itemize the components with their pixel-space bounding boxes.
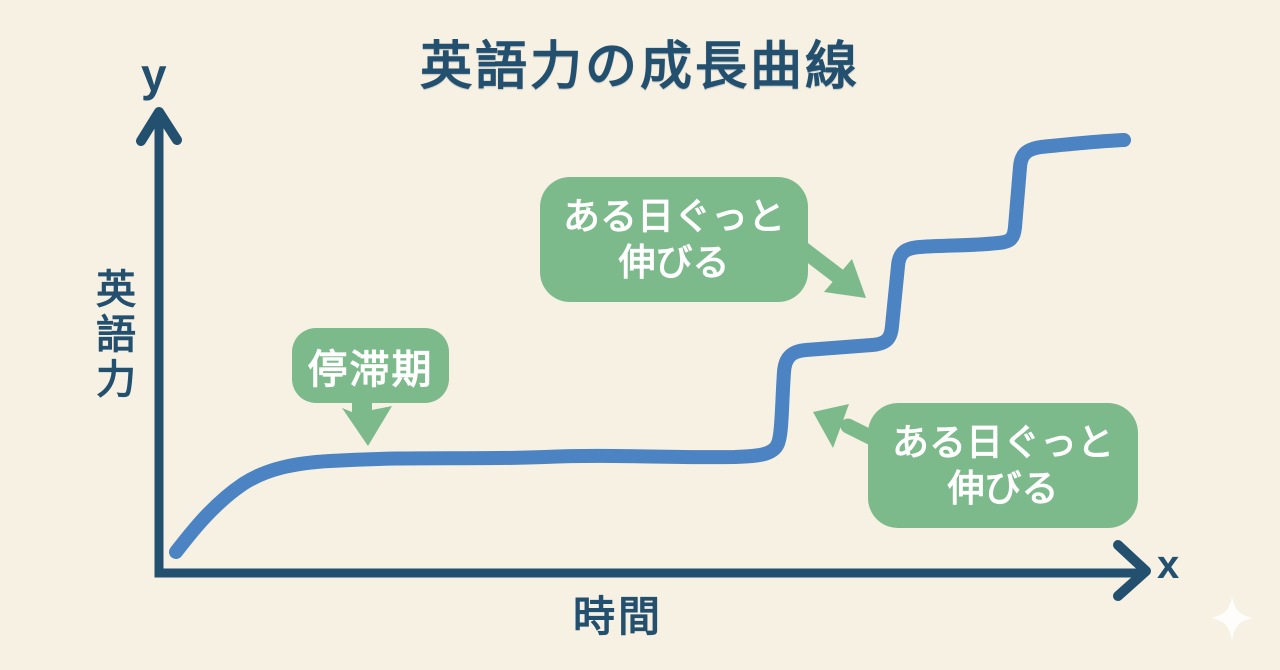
callout-jump-upper-line1: ある日ぐっと — [563, 196, 785, 238]
x-axis-arrowhead-icon — [1113, 540, 1151, 601]
y-axis-arrowhead-icon — [136, 107, 182, 146]
page-title: 英語力の成長曲線 — [419, 38, 860, 96]
x-axis-label: 時間 — [572, 593, 663, 640]
x-axis-symbol: x — [1157, 543, 1180, 587]
callout-plateau-label: 停滞期 — [307, 347, 434, 392]
sparkle-icon — [1211, 596, 1253, 641]
jump-lower-arrow-icon — [813, 404, 849, 448]
callout-jump-upper-line2: 伸びる — [618, 241, 730, 283]
growth-curve-line — [169, 133, 1131, 559]
callout-jump-upper: ある日ぐっと 伸びる — [540, 177, 808, 302]
plateau-down-arrow-icon — [342, 396, 392, 446]
callout-jump-lower-line2: 伸びる — [947, 467, 1059, 509]
axes-lines — [154, 111, 1146, 578]
y-axis-label: 英語力 — [90, 268, 134, 403]
callout-jump-lower: ある日ぐっと 伸びる — [868, 403, 1138, 528]
y-axis-symbol: y — [141, 49, 167, 101]
callout-jump-lower-line1: ある日ぐっと — [892, 422, 1114, 464]
jump-upper-arrow-icon — [824, 259, 866, 298]
callout-plateau: 停滞期 — [292, 328, 449, 403]
